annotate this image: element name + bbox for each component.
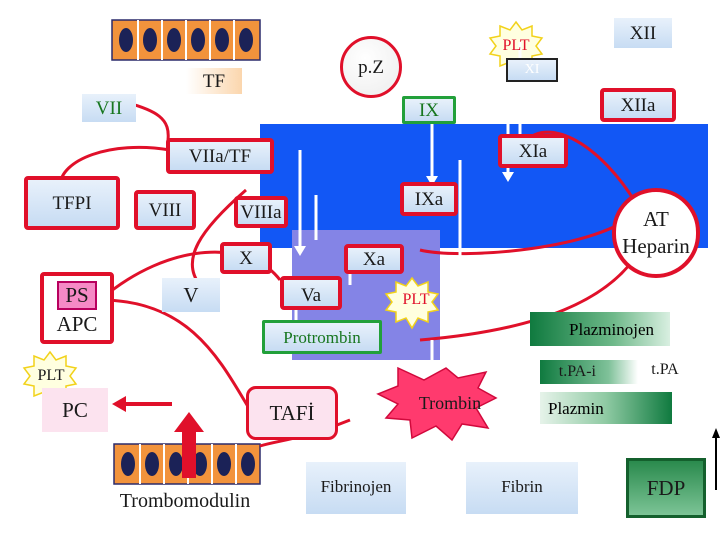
arrow-heads — [294, 172, 514, 372]
endothelial-cells-top — [111, 19, 261, 61]
viii-node: VIII — [134, 190, 196, 230]
tfpi-node: TFPI — [24, 176, 120, 230]
plt-mid-starburst — [384, 276, 440, 330]
trombin-label: Trombin — [418, 393, 482, 413]
apc-arrow — [112, 396, 172, 412]
ixa-label: IXa — [414, 188, 444, 210]
fibrinojen-node: Fibrinojen — [306, 462, 406, 514]
viiia-node: VIIIa — [234, 196, 288, 228]
va-node: Va — [280, 276, 342, 310]
at-label: AT — [643, 207, 669, 231]
x-node: X — [220, 242, 272, 274]
tpa-i-node: t.PA-i — [540, 360, 638, 384]
at-heparin-node: AT Heparin — [612, 188, 700, 278]
tfpi-label: TFPI — [52, 193, 92, 214]
fibrinojen-label: Fibrinojen — [320, 477, 392, 496]
plazmin-node: Plazmin — [540, 392, 672, 424]
tf-label: TF — [202, 70, 226, 92]
protrombin-node: Protrombin — [262, 320, 382, 354]
ps-apc-node: PS APC — [40, 272, 114, 344]
trombomodulin-label: Trombomodulin — [119, 490, 251, 512]
viia-tf-node: VIIa/TF — [166, 138, 274, 174]
xia-node: XIa — [498, 134, 568, 168]
vii-label: VII — [95, 97, 123, 119]
fibrin-node: Fibrin — [466, 462, 578, 514]
xi-label: XI — [524, 62, 540, 77]
xiia-label: XIIa — [620, 94, 656, 116]
xa-node: Xa — [344, 244, 404, 274]
v-label: V — [183, 282, 199, 307]
tpa-node: t.PA — [640, 360, 690, 380]
trombomodulin-arrow — [174, 412, 204, 478]
tf-node: TF — [186, 68, 242, 94]
plazminojen-node: Plazminojen — [530, 312, 670, 346]
xa-label: Xa — [362, 248, 386, 270]
fdp-node: FDP — [626, 458, 706, 518]
fibrin-label: Fibrin — [501, 477, 543, 496]
xii-label: XII — [629, 22, 657, 44]
va-label: Va — [300, 285, 322, 306]
xiia-node: XIIa — [600, 88, 676, 122]
tafi-label: TAFİ — [269, 400, 315, 425]
ix-label: IX — [418, 99, 440, 121]
ix-node: IX — [402, 96, 456, 124]
tpa-i-label: t.PA-i — [558, 363, 596, 380]
vii-node: VII — [82, 94, 136, 122]
tpa-label: t.PA — [651, 361, 679, 378]
xi-node: XI — [506, 58, 558, 82]
pz-node: p.Z — [340, 36, 402, 98]
tafi-node: TAFİ — [246, 386, 338, 440]
v-node: V — [162, 278, 220, 312]
trombin-starburst — [376, 366, 498, 442]
ixa-node: IXa — [400, 182, 458, 216]
xii-node: XII — [614, 18, 672, 48]
viia-tf-label: VIIa/TF — [188, 145, 252, 167]
apc-label: APC — [56, 312, 98, 336]
fdp-marker — [712, 428, 720, 490]
xia-label: XIa — [518, 140, 548, 162]
plt-left-label: PLT — [37, 367, 65, 384]
pc-label: PC — [62, 397, 88, 422]
protrombin-label: Protrombin — [283, 327, 361, 347]
plt-top-label: PLT — [502, 37, 530, 54]
viii-label: VIII — [148, 199, 182, 221]
viiia-label: VIIIa — [240, 201, 282, 223]
x-label: X — [239, 247, 253, 269]
plt-mid-label: PLT — [402, 291, 430, 308]
pc-node: PC — [42, 388, 108, 432]
plazminojen-label: Plazminojen — [569, 319, 654, 339]
plazmin-label: Plazmin — [548, 398, 604, 418]
ps-label: PS — [57, 281, 97, 310]
heparin-label: Heparin — [622, 234, 690, 258]
pz-label: p.Z — [358, 56, 384, 78]
fdp-label: FDP — [646, 475, 686, 500]
